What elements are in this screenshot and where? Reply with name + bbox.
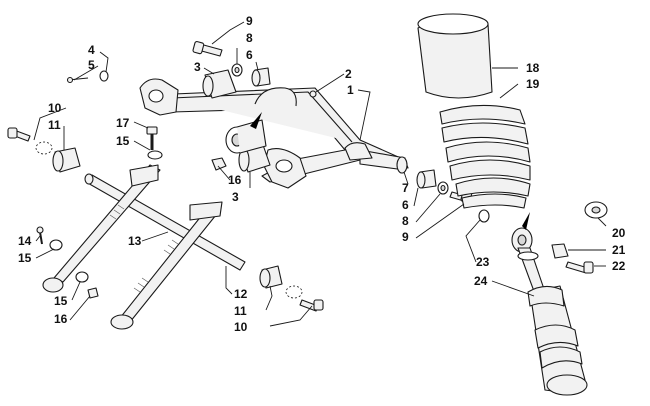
callout-labels: 1 2 3 3 4 5 6 6 7 8 8 9 9 10 10 11 11 12… (18, 14, 626, 334)
leader-lines (33, 21, 607, 327)
shock-spring-19 (439, 104, 531, 209)
center-spacer (225, 112, 267, 154)
callout-11-right: 11 (234, 304, 247, 318)
fitting-4-5 (66, 70, 109, 84)
callout-5: 5 (88, 58, 95, 72)
callout-22: 22 (612, 259, 626, 273)
callout-9-upper: 9 (246, 14, 253, 28)
callout-16-lower: 16 (54, 312, 68, 326)
callout-12: 12 (234, 287, 248, 301)
callout-4: 4 (88, 43, 95, 57)
bolt-upper-9 (192, 41, 223, 57)
shock-body-24 (517, 247, 588, 396)
callout-10-right: 10 (234, 320, 248, 334)
washer-upper-8 (231, 63, 243, 77)
callout-1: 1 (347, 83, 354, 97)
callout-8-right: 8 (402, 214, 409, 228)
callout-13: 13 (128, 234, 142, 248)
callout-9-right: 9 (402, 230, 409, 244)
callout-11-left: 11 (48, 118, 61, 132)
shock-upper-eye (478, 209, 533, 253)
callout-3-upper: 3 (194, 60, 201, 74)
bolt-22 (565, 261, 594, 274)
callout-16-mid: 16 (228, 173, 242, 187)
bolt-17 (146, 126, 158, 150)
right-bushing-11 (259, 265, 283, 289)
callout-7: 7 (402, 181, 409, 195)
callout-3-lower: 3 (232, 190, 239, 204)
washer-20 (584, 201, 608, 219)
right-bolt-10 (299, 299, 324, 312)
callout-19: 19 (526, 77, 540, 91)
callout-6-upper: 6 (246, 48, 253, 62)
callout-15-lower: 15 (54, 294, 68, 308)
callout-21: 21 (612, 243, 626, 257)
callout-20: 20 (612, 226, 626, 240)
upper-a-arm (139, 78, 409, 189)
bushing-upper (202, 69, 237, 99)
callout-14: 14 (18, 234, 32, 248)
callout-24: 24 (474, 274, 488, 288)
shock-boot-18 (417, 13, 493, 99)
bushing-upper-6 (251, 67, 271, 87)
callout-17: 17 (116, 116, 130, 130)
left-bushing-11 (52, 147, 81, 173)
callout-2: 2 (345, 67, 352, 81)
callout-10-left: 10 (48, 101, 62, 115)
callout-18: 18 (526, 61, 540, 75)
lower-frame (42, 164, 246, 330)
left-bolt-10 (7, 127, 31, 142)
callout-8-upper: 8 (246, 31, 253, 45)
callout-15-mid: 15 (116, 134, 130, 148)
callout-6-right: 6 (402, 198, 409, 212)
callout-15-left: 15 (18, 251, 32, 265)
callout-23: 23 (476, 255, 490, 269)
